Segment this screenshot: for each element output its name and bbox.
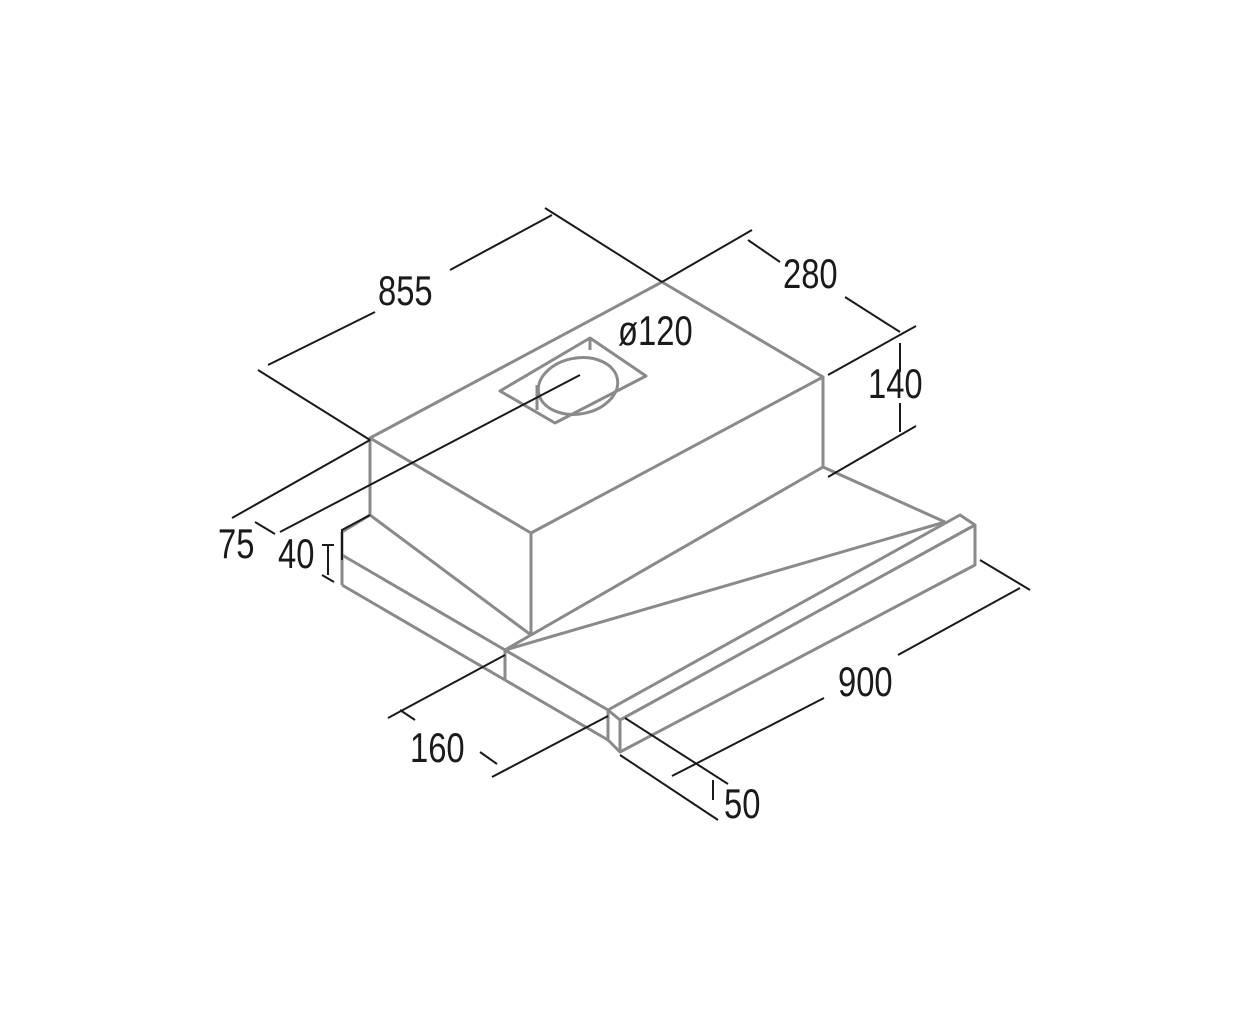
dim-body-depth: 280 <box>783 250 838 297</box>
dim-extension: 160 <box>410 724 465 771</box>
dim-tray-height: 40 <box>278 530 314 577</box>
dim-body-height: 140 <box>868 360 923 407</box>
dim-total-width: 900 <box>838 658 893 705</box>
dim-body-width: 855 <box>378 267 433 314</box>
hood-body <box>368 280 825 637</box>
dim-duct-diameter: ø120 <box>618 307 693 354</box>
dim-front-bar: 50 <box>724 780 760 827</box>
dim-duct-offset: 75 <box>218 520 254 567</box>
dimension-lines <box>231 207 1031 821</box>
front-bar <box>606 513 977 754</box>
